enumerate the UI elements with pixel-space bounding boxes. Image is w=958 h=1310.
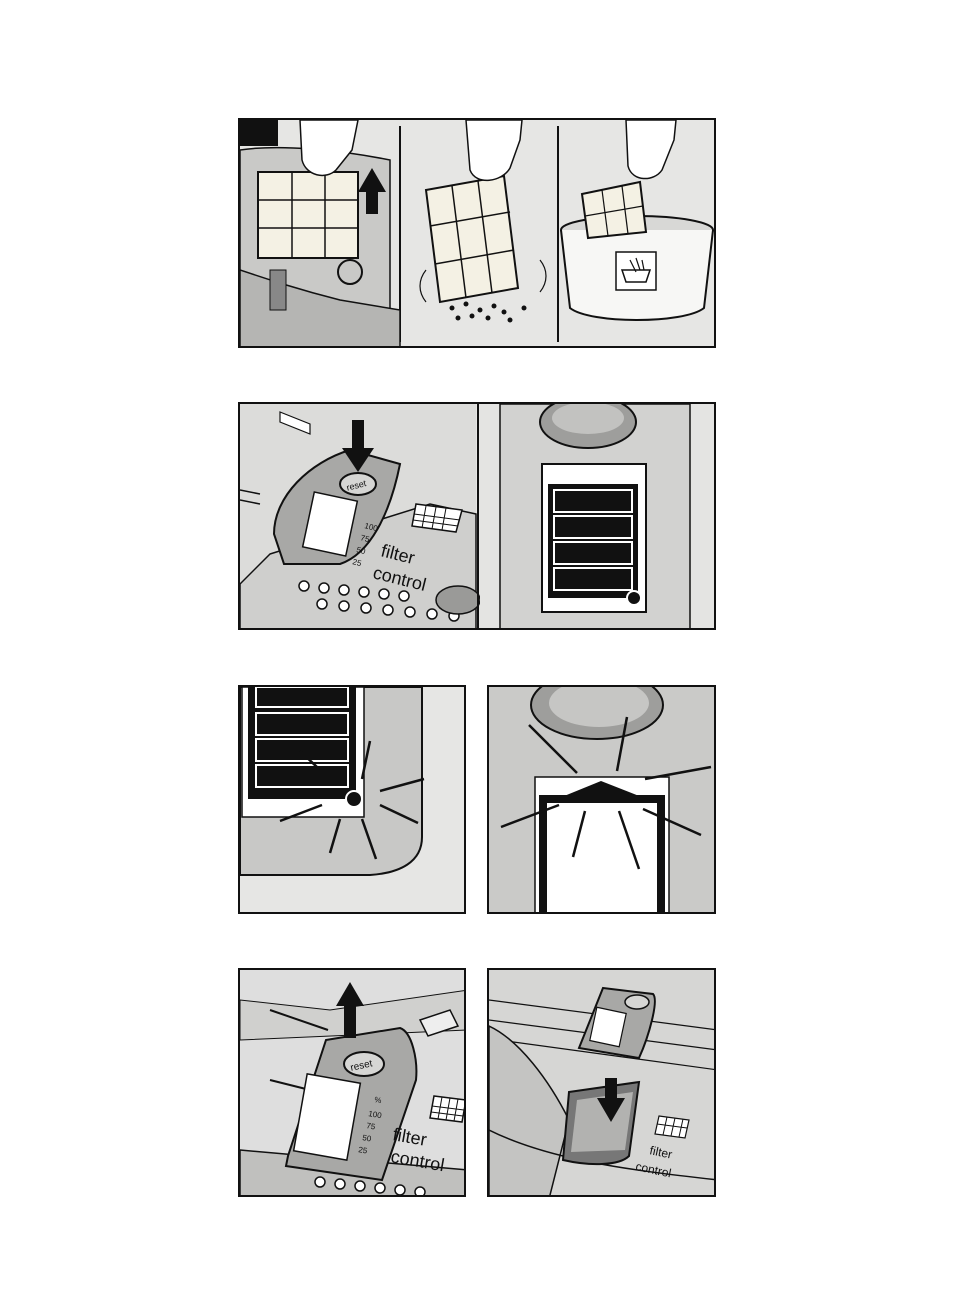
filter-cartridge-icon [580,180,648,240]
step-panel-3a [238,685,466,914]
reset-label: reset [345,478,367,493]
indicator-dot-icon [345,790,363,808]
filter-cartridge-icon [424,174,520,304]
filter-label: filter [648,1143,673,1161]
reset-label: reset [349,1058,373,1073]
step-panel-4a: reset % 100 75 50 25 filter control [238,968,466,1197]
hand-icon [625,120,677,180]
level-25: 25 [358,1145,369,1156]
step-panel-2: reset 100 75 50 25 filter control [238,402,716,630]
illustration-blinking-dot [240,687,425,876]
button-row [298,580,460,622]
control-panel: reset % 100 75 50 25 [284,1026,418,1182]
indicator-dot-icon [626,590,642,606]
control-panel: reset 100 75 50 25 [272,448,402,568]
hand-wash-icon [615,251,657,291]
level-100: 100 [364,521,380,533]
step-number-tab [240,120,278,146]
arrow-up-icon [336,982,364,1038]
level-25: 25 [352,557,363,568]
reset-button-icon[interactable] [343,1051,385,1077]
level-100: 100 [368,1109,383,1120]
level-50: 50 [362,1133,373,1144]
blink-rays [279,740,425,860]
step-panel-4b: filter control [487,968,716,1197]
hand-icon [465,120,523,181]
panel-slot [561,1080,641,1166]
filter-grid-icon [411,503,463,533]
illustration-blinking-top [489,687,714,912]
pct-label: % [374,1095,383,1105]
hand-icon [299,120,359,177]
dust-particles [449,301,527,323]
button-row [314,1176,426,1195]
step-panel-1 [238,118,716,348]
level-50: 50 [356,545,367,556]
arrow-up-icon [358,168,386,214]
illustration-insert-panel: filter control [489,970,714,1195]
filter-grid-icon [429,1095,464,1123]
blink-rays [500,716,712,870]
arrow-down-icon [342,420,374,472]
illustration-reset-indicator: reset 100 75 50 25 filter control [240,404,714,628]
filter-grid-icon [654,1115,690,1139]
level-75: 75 [366,1121,377,1132]
filter-level-bars [548,484,638,598]
reset-button-icon[interactable] [339,472,377,496]
removable-panel [577,986,656,1060]
filter-cartridge-icon [257,171,359,259]
level-75: 75 [360,533,371,544]
step-panel-3b [487,685,716,914]
illustration-lift-panel: reset % 100 75 50 25 filter control [240,970,464,1195]
illustration-filter-removal [240,120,714,346]
arrow-down-icon [597,1078,625,1122]
